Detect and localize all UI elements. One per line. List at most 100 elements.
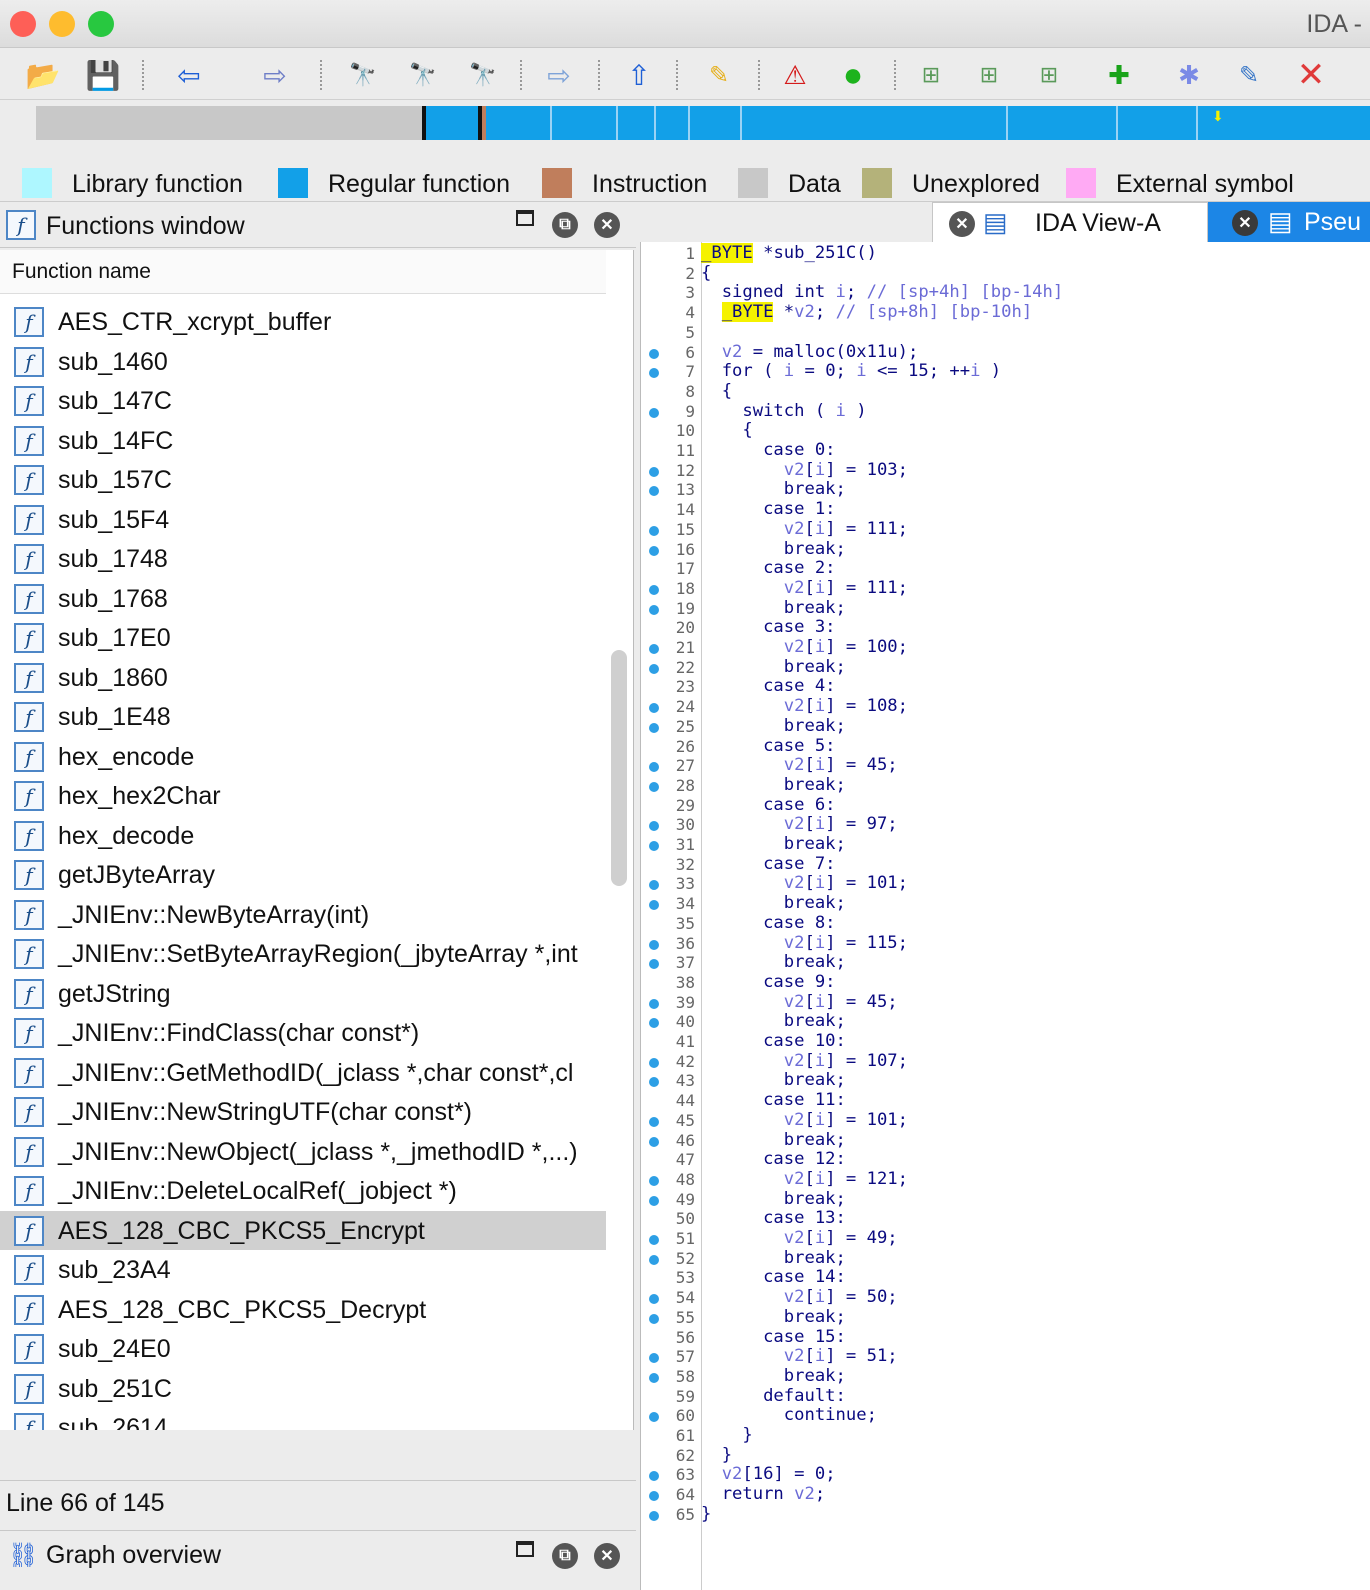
code-line[interactable]: 19 break; <box>641 598 1370 619</box>
code-line[interactable]: 43 break; <box>641 1071 1370 1091</box>
breakpoint-dot-icon[interactable] <box>649 1136 659 1147</box>
forward-arrow-icon[interactable]: ⇨ <box>263 59 287 91</box>
tab-pseudocode[interactable]: ✕ ▤ Pseu <box>1208 202 1370 242</box>
code-line[interactable]: 22 break; <box>641 657 1370 678</box>
code-line[interactable]: 13 break; <box>641 480 1370 500</box>
float-pane-icon[interactable]: ⧉ <box>552 212 578 238</box>
code-line[interactable]: 15 v2[i] = 111; <box>641 519 1370 540</box>
breakpoint-dot-icon[interactable] <box>649 762 659 773</box>
code-line[interactable]: 31 break; <box>641 834 1370 855</box>
code-line[interactable]: 8 { <box>641 381 1370 402</box>
code-line[interactable]: 11 case 0: <box>641 440 1370 461</box>
code-line[interactable]: 49 break; <box>641 1189 1370 1210</box>
breakpoint-dot-icon[interactable] <box>649 821 659 832</box>
save-icon[interactable]: 💾 <box>85 59 121 91</box>
code-line[interactable]: 14 case 1: <box>641 499 1370 520</box>
close-window-button[interactable] <box>10 11 36 37</box>
navigation-band[interactable]: ⬇ <box>0 100 1370 158</box>
breakpoint-dot-icon[interactable] <box>649 1412 659 1423</box>
code-line[interactable]: 34 break; <box>641 893 1370 914</box>
code-line[interactable]: 50 case 13: <box>641 1209 1370 1229</box>
breakpoint-dot-icon[interactable] <box>649 939 659 950</box>
close-graph-pane-icon[interactable]: ✕ <box>594 1543 620 1569</box>
add-string-icon[interactable]: ⊞ <box>1039 62 1059 87</box>
code-line[interactable]: 62 } <box>641 1445 1370 1466</box>
code-line[interactable]: 30 v2[i] = 97; <box>641 814 1370 835</box>
close-x-icon[interactable]: ✕ <box>1296 56 1326 94</box>
back-arrow-icon[interactable]: ⇦ <box>177 59 201 91</box>
breakpoint-dot-icon[interactable] <box>649 959 659 970</box>
code-line[interactable]: 63 v2[16] = 0; <box>641 1465 1370 1485</box>
breakpoint-dot-icon[interactable] <box>649 644 659 654</box>
breakpoint-dot-icon[interactable] <box>649 1471 659 1482</box>
close-pseudo-tab-icon[interactable]: ✕ <box>1232 210 1258 236</box>
breakpoint-dot-icon[interactable] <box>649 1294 659 1305</box>
code-line[interactable]: 24 v2[i] = 108; <box>641 696 1370 717</box>
pseudocode-view[interactable]: 1_BYTE *sub_251C()2{3 signed int i; // [… <box>640 242 1370 1590</box>
breakpoint-dot-icon[interactable] <box>649 348 659 359</box>
breakpoint-dot-icon[interactable] <box>649 1018 659 1029</box>
code-line[interactable]: 56 case 15: <box>641 1327 1370 1348</box>
list-item[interactable]: f_JNIEnv::NewStringUTF(char const*) <box>0 1092 606 1132</box>
code-line[interactable]: 35 case 8: <box>641 913 1370 934</box>
code-line[interactable]: 55 break; <box>641 1307 1370 1328</box>
breakpoint-dot-icon[interactable] <box>649 1491 659 1502</box>
search-binary-icon[interactable]: 🔭 <box>349 62 377 87</box>
edit-icon[interactable]: ✎ <box>1238 61 1260 89</box>
code-line[interactable]: 10 { <box>641 421 1370 441</box>
breakpoint-dot-icon[interactable] <box>649 1235 659 1245</box>
up-arrow-icon[interactable]: ⇧ <box>627 59 651 91</box>
breakpoint-dot-icon[interactable] <box>649 1175 659 1186</box>
code-line[interactable]: 57 v2[i] = 51; <box>641 1346 1370 1367</box>
close-pane-icon[interactable]: ✕ <box>594 212 620 238</box>
breakpoint-dot-icon[interactable] <box>649 1313 659 1324</box>
list-item[interactable]: f_JNIEnv::FindClass(char const*) <box>0 1013 606 1053</box>
add-code-icon[interactable]: ⊞ <box>921 62 941 87</box>
code-line[interactable]: 7 for ( i = 0; i <= 15; ++i ) <box>641 361 1370 382</box>
zoom-window-button[interactable] <box>88 11 114 37</box>
code-line[interactable]: 32 case 7: <box>641 854 1370 875</box>
vertical-scrollbar[interactable] <box>611 650 627 886</box>
list-item[interactable]: f_JNIEnv::DeleteLocalRef(_jobject *) <box>0 1171 606 1211</box>
list-item[interactable]: f_JNIEnv::SetByteArrayRegion(_jbyteArray… <box>0 934 606 974</box>
code-line[interactable]: 48 v2[i] = 121; <box>641 1169 1370 1190</box>
code-line[interactable]: 27 v2[i] = 45; <box>641 755 1370 776</box>
code-line[interactable]: 37 break; <box>641 952 1370 973</box>
code-line[interactable]: 64 return v2; <box>641 1484 1370 1505</box>
breakpoint-dot-icon[interactable] <box>649 841 659 851</box>
breakpoint-dot-icon[interactable] <box>649 1057 659 1068</box>
list-item[interactable]: f_JNIEnv::NewObject(_jclass *,_jmethodID… <box>0 1132 606 1172</box>
start-green-icon[interactable]: ● <box>842 55 864 94</box>
code-line[interactable]: 29 case 6: <box>641 795 1370 816</box>
add-segment-icon[interactable]: ✚ <box>1108 59 1130 90</box>
code-line[interactable]: 2{ <box>641 263 1370 284</box>
code-line[interactable]: 5 <box>641 323 1370 343</box>
maximize-pane-icon[interactable] <box>516 210 534 226</box>
code-line[interactable]: 51 v2[i] = 49; <box>641 1228 1370 1249</box>
code-line[interactable]: 52 break; <box>641 1248 1370 1269</box>
float-graph-pane-icon[interactable]: ⧉ <box>552 1543 578 1569</box>
code-line[interactable]: 17 case 2: <box>641 558 1370 579</box>
list-item[interactable]: f_JNIEnv::NewByteArray(int) <box>0 895 606 935</box>
code-line[interactable]: 21 v2[i] = 100; <box>641 637 1370 658</box>
maximize-graph-pane-icon[interactable] <box>516 1541 534 1557</box>
code-line[interactable]: 46 break; <box>641 1130 1370 1151</box>
tab-ida-view-a[interactable]: ✕ ▤ IDA View-A <box>932 202 1208 242</box>
breakpoint-dot-icon[interactable] <box>649 407 659 418</box>
code-line[interactable]: 36 v2[i] = 115; <box>641 933 1370 954</box>
jump-icon[interactable]: ⇨ <box>547 59 571 91</box>
code-line[interactable]: 53 case 14: <box>641 1268 1370 1288</box>
code-line[interactable]: 54 v2[i] = 50; <box>641 1287 1370 1308</box>
code-line[interactable]: 6 v2 = malloc(0x11u); <box>641 342 1370 363</box>
breakpoint-dot-icon[interactable] <box>649 486 659 497</box>
